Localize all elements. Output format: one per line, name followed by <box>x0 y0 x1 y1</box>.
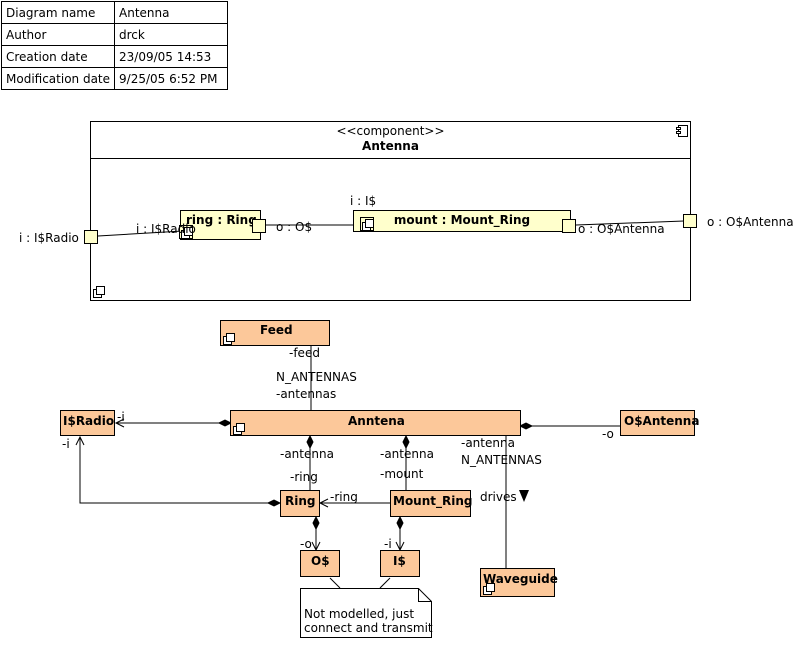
info-key: Creation date <box>0 45 116 68</box>
class-iradio[interactable]: I$Radio <box>60 410 115 436</box>
class-feed-icon <box>223 333 235 345</box>
label-mount-i: -i <box>384 537 392 551</box>
label-mount-role: -mount <box>380 467 424 481</box>
part-mount-icon <box>362 219 374 231</box>
arrow-to-iradio-from-ring <box>75 435 85 446</box>
info-value: 9/25/05 6:52 PM <box>114 67 229 90</box>
class-anntena[interactable]: Anntena <box>230 410 521 436</box>
info-row-creation-date: Creation date 23/09/05 14:53 <box>0 45 229 68</box>
class-ring[interactable]: Ring <box>280 490 320 517</box>
class-oantenna[interactable]: O$Antenna <box>620 410 699 436</box>
diamond-anntena-mount <box>402 434 410 450</box>
component-header: <<component>> Antenna <box>91 122 690 159</box>
diamond-mount-idollar <box>396 515 404 531</box>
class-waveguide-icon <box>483 583 495 595</box>
label-i-role-left: -i <box>117 410 125 424</box>
class-feed-name: Feed <box>260 323 293 337</box>
label-feed-role: -feed <box>289 346 320 360</box>
class-mount-ring[interactable]: Mount_Ring <box>390 490 473 517</box>
note-line-2: connect and transmit <box>304 621 433 635</box>
note-shape <box>300 588 432 638</box>
label-i-role-below: -i <box>62 437 70 451</box>
label-ring-role: -ring <box>290 470 318 484</box>
structure-icon <box>93 286 105 298</box>
part-ring-port-in-label: i : I$Radio <box>136 222 196 236</box>
assoc-ring-iradio <box>79 437 280 504</box>
note-line-1: Not modelled, just <box>304 607 415 621</box>
part-ring-icon <box>181 227 193 239</box>
drives-direction-icon <box>519 490 529 502</box>
note-anchor-odollar <box>329 577 341 589</box>
class-feed[interactable]: Feed <box>220 320 330 346</box>
label-n-antennas-2: N_ANTENNAS <box>461 453 542 467</box>
label-n-antennas-1: N_ANTENNAS <box>276 370 357 384</box>
class-idollar-name: I$ <box>393 554 406 568</box>
component-stereotype: <<component>> <box>336 124 445 138</box>
class-odollar-name: O$ <box>311 554 330 568</box>
arrow-to-ring <box>318 498 329 508</box>
component-icon <box>676 125 688 137</box>
component-frame[interactable]: <<component>> Antenna <box>90 121 691 301</box>
info-row-modification-date: Modification date 9/25/05 6:52 PM <box>0 67 229 90</box>
port-oantenna-label: o : O$Antenna <box>707 215 794 229</box>
class-ring-name: Ring <box>285 494 316 508</box>
part-mount-port-out[interactable] <box>562 219 576 233</box>
diamond-ring-odollar <box>312 515 320 531</box>
class-mount-ring-name: Mount_Ring <box>393 494 473 508</box>
wire-iradio-ring <box>97 230 184 237</box>
label-antennas-role: -antennas <box>276 387 337 401</box>
part-mount-name: mount : Mount_Ring <box>393 213 531 227</box>
port-iradio[interactable] <box>84 230 98 244</box>
label-drives: drives <box>480 490 517 504</box>
component-name: Antenna <box>362 139 419 153</box>
part-ring-port-out-label: o : O$ <box>276 220 313 234</box>
class-oantenna-name: O$Antenna <box>624 414 700 428</box>
class-iradio-name: I$Radio <box>63 414 115 428</box>
diamond-anntena-oantenna <box>518 422 534 430</box>
note-anchor-idollar <box>379 577 391 589</box>
label-ring-antenna: -antenna <box>280 447 334 461</box>
class-idollar[interactable]: I$ <box>380 550 420 577</box>
port-oantenna[interactable] <box>683 214 697 228</box>
part-ring-name: ring : Ring <box>186 213 257 227</box>
label-wg-antenna: -antenna <box>461 436 515 450</box>
label-o-role-right: -o <box>602 427 614 441</box>
wire-mount-oantenna <box>575 220 685 226</box>
class-odollar[interactable]: O$ <box>300 550 340 577</box>
part-mount-port-in-label: i : I$ <box>350 194 377 208</box>
part-ring-port-out[interactable] <box>252 219 266 233</box>
part-ring[interactable]: ring : Ring <box>180 210 261 240</box>
label-ring-o: -o <box>300 537 312 551</box>
info-value: 23/09/05 14:53 <box>114 45 229 68</box>
class-anntena-name: Anntena <box>348 414 405 428</box>
label-mount-antenna: -antenna <box>380 447 434 461</box>
class-waveguide[interactable]: Waveguide <box>480 568 558 597</box>
label-ring-to-mount: -ring <box>330 490 358 504</box>
diagram-info-table: Diagram name Antenna Author drck Creatio… <box>0 1 229 90</box>
part-mount[interactable]: mount : Mount_Ring <box>353 210 571 232</box>
diamond-anntena-ring <box>306 434 314 450</box>
info-key: Diagram name <box>0 1 116 24</box>
diamond-ring-iradio <box>266 499 282 507</box>
info-key: Modification date <box>0 67 116 90</box>
port-iradio-label: i : I$Radio <box>19 231 79 245</box>
part-mount-port-out-label: o : O$Antenna <box>578 222 665 236</box>
class-anntena-icon <box>233 423 245 435</box>
class-waveguide-name: Waveguide <box>483 572 558 586</box>
arrow-to-iradio <box>114 418 125 428</box>
